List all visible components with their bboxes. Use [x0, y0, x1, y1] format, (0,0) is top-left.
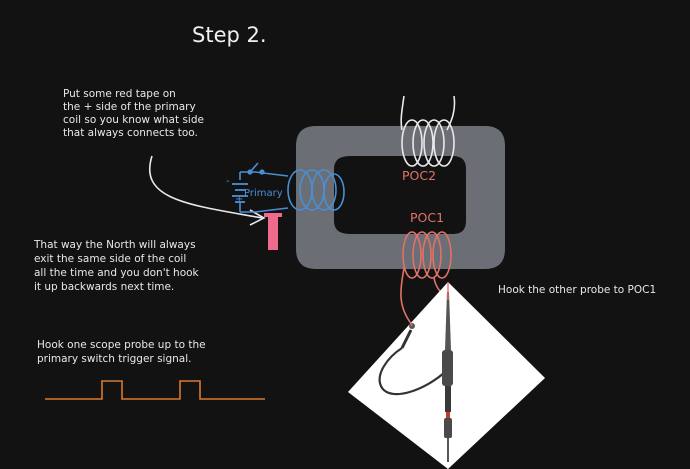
- note-poc1: Hook the other probe to POC1: [498, 284, 656, 296]
- note-red-tape: Put some red tape on the + side of the p…: [63, 88, 204, 139]
- poc2-label: POC2: [402, 168, 436, 183]
- primary-coil: [239, 169, 345, 213]
- note-north-line: all the time and you don't hook: [34, 267, 200, 279]
- battery-plus-label: +: [235, 194, 243, 205]
- step-title: Step 2.: [192, 23, 267, 47]
- note-north-line: it up backwards next time.: [34, 281, 174, 293]
- note-scope: Hook one scope probe up to the primary s…: [37, 339, 206, 365]
- note-north-line: That way the North will always: [33, 239, 196, 251]
- poc1-label: POC1: [410, 210, 444, 225]
- note-red-tape-line: the + side of the primary: [63, 101, 196, 113]
- poc2-coil: [400, 95, 456, 167]
- arrow-to-tape: [149, 155, 263, 219]
- red-tape-marker-top: [264, 213, 282, 217]
- poc1-coil: [400, 231, 452, 323]
- note-north-line: exit the same side of the coil: [34, 253, 186, 265]
- transformer-core: [296, 126, 505, 269]
- note-scope-line: primary switch trigger signal.: [37, 353, 191, 365]
- note-red-tape-line: that always connects too.: [63, 127, 198, 139]
- battery-minus-label: -: [226, 176, 230, 187]
- switch-icon: [247, 162, 265, 175]
- note-red-tape-line: Put some red tape on: [63, 88, 176, 100]
- trigger-waveform: [45, 380, 265, 400]
- note-red-tape-line: coil so you know what side: [63, 114, 204, 126]
- note-north: That way the North will always exit the …: [33, 239, 200, 293]
- battery-icon: [232, 183, 248, 203]
- note-scope-line: Hook one scope probe up to the: [37, 339, 206, 351]
- red-tape-marker: [268, 213, 278, 250]
- oscilloscope-probe-icon: [348, 282, 545, 469]
- primary-label: Primary: [244, 188, 283, 199]
